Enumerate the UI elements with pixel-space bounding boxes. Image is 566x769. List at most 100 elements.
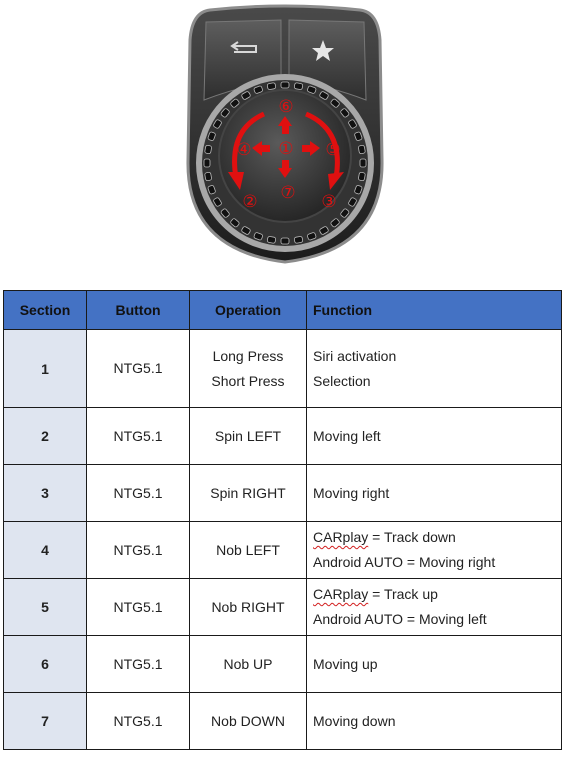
ring-ridge: [293, 82, 304, 90]
ring-ridge: [354, 131, 363, 141]
spin-left-arrow-icon: [232, 111, 266, 179]
function-line: CARplay = Track down: [313, 525, 555, 550]
header-operation: Operation: [189, 290, 307, 330]
ring-ridge: [266, 82, 277, 90]
ring-ridge: [204, 171, 212, 182]
ring-ridge: [307, 85, 317, 94]
spin-left-arrowhead: [228, 172, 244, 190]
ring-ridge: [330, 218, 340, 228]
cell-function: Moving up: [306, 635, 562, 693]
cell-operation: Nob DOWN: [189, 692, 307, 750]
cell-section: 6: [3, 635, 87, 693]
ring-ridge: [340, 208, 350, 218]
ring-ridge: [203, 158, 211, 168]
ring-ridge: [230, 218, 240, 228]
label-4: ④: [236, 140, 251, 160]
cell-function: Moving right: [306, 464, 562, 522]
direction-arrows: [228, 111, 344, 190]
ring-ridge: [340, 108, 350, 118]
function-text: = Track down: [368, 529, 456, 545]
ring-ridge: [319, 226, 329, 235]
label-6: ⑥: [278, 97, 293, 117]
spin-right-arrowhead: [328, 172, 344, 190]
cell-function: Moving down: [306, 692, 562, 750]
operation-line: Nob DOWN: [211, 712, 285, 729]
cell-button: NTG5.1: [86, 578, 190, 636]
label-3: ③: [321, 192, 336, 212]
function-text: Moving down: [313, 712, 396, 729]
header-section: Section: [3, 290, 87, 330]
cell-button: NTG5.1: [86, 329, 190, 408]
label-1: ①: [278, 139, 293, 159]
operation-line: Nob LEFT: [216, 541, 280, 558]
ring-ridge: [348, 119, 357, 129]
ring-ridge: [293, 236, 304, 244]
ring-ridge: [204, 144, 212, 155]
ring-ridge: [348, 197, 357, 207]
function-text: CARplay: [313, 586, 369, 602]
cell-operation: Nob RIGHT: [189, 578, 307, 636]
header-button: Button: [86, 290, 190, 330]
ring-ridge: [280, 237, 290, 245]
cell-section: 1: [3, 329, 87, 408]
cell-section: 3: [3, 464, 87, 522]
operation-line: Nob UP: [223, 655, 273, 672]
ring-ridge: [354, 185, 363, 195]
ring-ridges: [203, 81, 367, 245]
label-5: ⑤: [325, 140, 340, 160]
cell-operation: Nob LEFT: [189, 521, 307, 579]
function-text: CARplay: [313, 529, 369, 545]
operation-line: Nob RIGHT: [211, 598, 285, 615]
ring-ridge: [213, 119, 222, 129]
table-header-row: Section Button Operation Function: [3, 290, 562, 330]
cell-button: NTG5.1: [86, 464, 190, 522]
ring-ridge: [358, 171, 366, 182]
function-line: Moving up: [313, 652, 555, 677]
ring-ridge: [220, 108, 230, 118]
cell-section: 4: [3, 521, 87, 579]
cell-operation: Nob UP: [189, 635, 307, 693]
ring-ridge: [253, 232, 263, 241]
ring-ridge: [319, 91, 329, 100]
star-icon: [312, 40, 334, 61]
function-line: Selection: [313, 369, 555, 394]
function-text: Android AUTO = Moving left: [313, 611, 487, 627]
function-text: Moving left: [313, 427, 381, 444]
function-line: Android AUTO = Moving left: [313, 607, 555, 632]
function-line: Android AUTO = Moving right: [313, 550, 555, 575]
function-text: Moving up: [313, 655, 378, 672]
arrow-right-icon: [302, 141, 320, 156]
operation-line: Spin LEFT: [214, 427, 282, 444]
cell-function: CARplay = Track up Android AUTO = Moving …: [306, 578, 562, 636]
ring-ridge: [358, 144, 366, 155]
ring-ridge: [241, 226, 251, 235]
operation-line: Spin RIGHT: [210, 484, 286, 501]
function-text: = Track up: [368, 586, 438, 602]
cell-button: NTG5.1: [86, 692, 190, 750]
function-text: Moving right: [313, 484, 390, 501]
ring-ridge: [220, 208, 230, 218]
cell-operation: Spin RIGHT: [189, 464, 307, 522]
cell-section: 7: [3, 692, 87, 750]
arrow-down-icon: [278, 160, 292, 178]
ring-ridge: [207, 131, 216, 141]
controller-figure: ① ② ③ ④ ⑤ ⑥ ⑦: [0, 0, 566, 272]
function-line: Moving down: [313, 709, 555, 734]
function-text: Siri activation: [313, 347, 397, 364]
ring-ridge: [213, 197, 222, 207]
header-function: Function: [306, 290, 562, 330]
function-line: Moving right: [313, 481, 555, 506]
cell-button: NTG5.1: [86, 407, 190, 465]
operation-line: Short Press: [211, 372, 285, 389]
